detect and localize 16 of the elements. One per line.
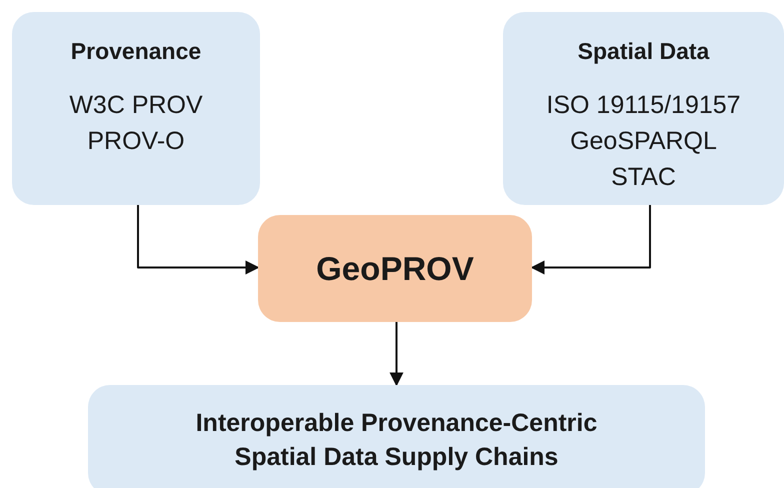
category-box	[12, 12, 260, 205]
box-heading: Provenance	[70, 38, 202, 65]
box-title: Interoperable Provenance-Centric Spatial Data Supply Chains	[194, 408, 598, 473]
category-box	[503, 12, 784, 205]
standard-item: GeoSPARQL	[570, 126, 717, 157]
standard-item: ISO 19115/19157	[546, 90, 741, 121]
outcome-box	[88, 385, 705, 488]
central-box	[258, 215, 532, 322]
arrow	[530, 205, 651, 274]
standard-item: W3C PROV	[69, 90, 203, 121]
standard-item: PROV-O	[87, 126, 185, 157]
standard-item: STAC	[611, 162, 676, 193]
arrow	[137, 205, 260, 274]
arrow	[390, 322, 404, 386]
box-heading: Spatial Data	[578, 38, 710, 65]
box-title: GeoPROV	[316, 250, 474, 288]
